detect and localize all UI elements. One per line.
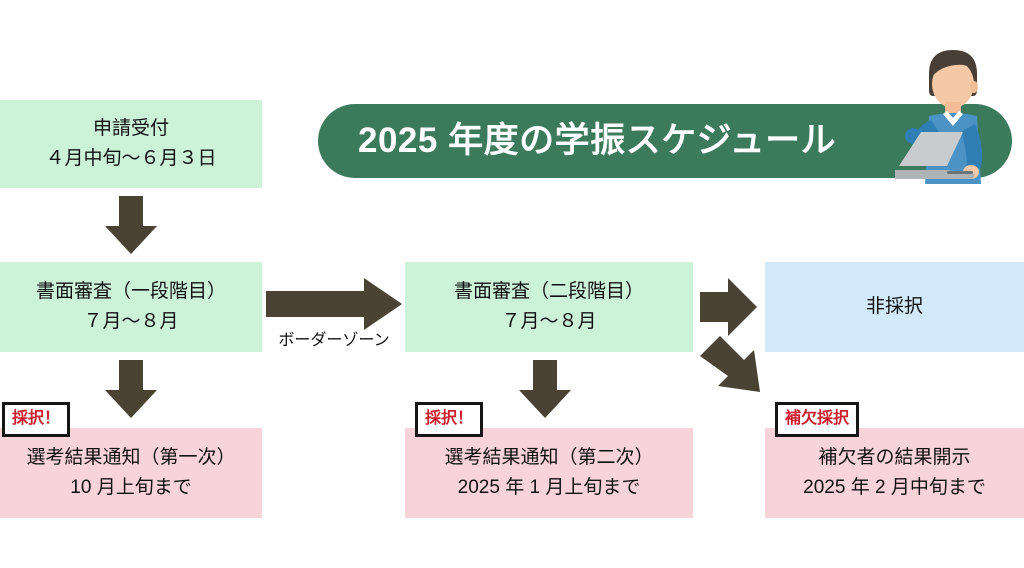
badge-adopted-second: 採択！ [415, 402, 484, 437]
arrow-right-border-zone [266, 278, 402, 335]
box-result-second-line1: 選考結果通知（第二次） [444, 447, 654, 468]
box-result-second-line2: 2025 年 1 月上旬まで [457, 477, 641, 498]
box-application-line1: 申請受付 [92, 118, 169, 139]
box-result-first-line1: 選考結果通知（第一次） [26, 447, 236, 468]
box-review-stage1-line2: ７月〜８月 [83, 311, 179, 332]
box-application-line2: ４月中旬〜６月３日 [45, 148, 217, 169]
arrow-down-review1-to-result1 [99, 360, 163, 425]
box-rejected-line1: 非採択 [865, 296, 923, 317]
face-icon [932, 60, 974, 108]
box-waitlist-line1: 補欠者の結果開示 [818, 447, 971, 468]
box-waitlist-line2: 2025 年 2 月中旬まで [803, 477, 986, 498]
arrow-diagonal-to-waitlist [698, 330, 772, 411]
collar-icon [943, 111, 963, 126]
page-title: 2025 年度の学振スケジュール [358, 121, 837, 160]
box-result-first-line2: 10 月上旬まで [70, 477, 192, 498]
laptop-screen-icon [899, 132, 963, 166]
badge-waitlist-adopted: 補欠採択 [775, 402, 860, 437]
box-result-second: 選考結果通知（第二次） 2025 年 1 月上旬まで [405, 428, 693, 518]
box-review-stage2-line1: 書面審査（二段階目） [453, 281, 644, 302]
connector-label-border-zone: ボーダーゾーン [278, 332, 390, 349]
box-review-stage2: 書面審査（二段階目） ７月〜８月 [405, 262, 693, 352]
badge-adopted-first: 採択！ [2, 402, 71, 437]
box-result-first: 選考結果通知（第一次） 10 月上旬まで [0, 428, 262, 518]
right-arm-icon [961, 124, 983, 170]
box-application: 申請受付 ４月中旬〜６月３日 [0, 100, 262, 188]
arrow-down-application-to-review1 [99, 196, 163, 261]
box-waitlist: 補欠者の結果開示 2025 年 2 月中旬まで [765, 428, 1024, 518]
title-banner [318, 104, 1012, 178]
box-review-stage1: 書面審査（一段階目） ７月〜８月 [0, 262, 262, 352]
box-rejected: 非採択 [765, 262, 1024, 352]
arrow-right-to-rejected [700, 276, 758, 343]
arrow-down-review2-to-result2 [513, 360, 577, 425]
box-review-stage2-line2: ７月〜８月 [501, 311, 597, 332]
person-with-laptop-illustration [895, 44, 1011, 184]
box-review-stage1-line1: 書面審査（一段階目） [35, 281, 226, 302]
